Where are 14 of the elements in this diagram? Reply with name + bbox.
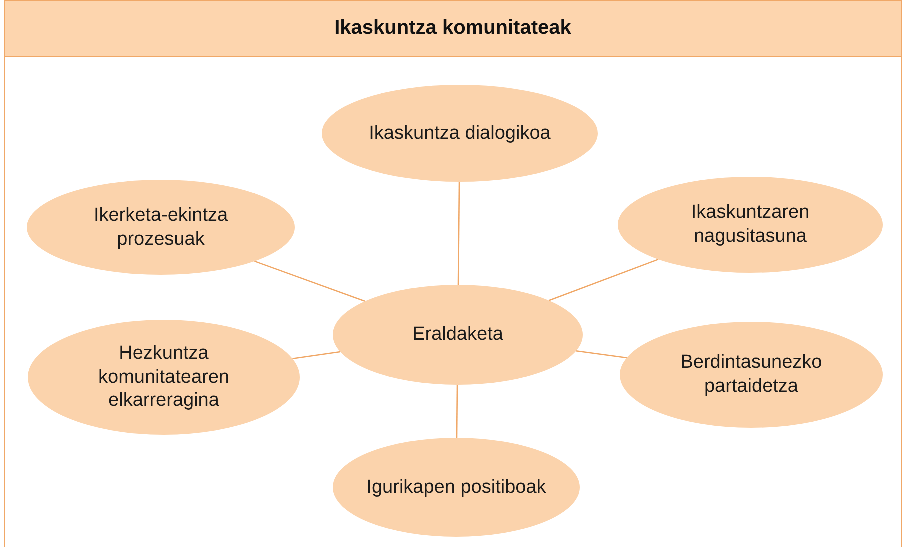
- connector-line: [576, 350, 628, 359]
- title: Ikaskuntza komunitateak: [334, 17, 572, 40]
- node-label: Igurikapen positiboak: [366, 476, 546, 500]
- connector-line: [458, 182, 460, 285]
- node-label: Berdintasunezko partaidetza: [680, 351, 824, 399]
- node-label: Hezkuntza komunitatearen elkarreragina: [98, 342, 230, 414]
- connector-line: [254, 260, 366, 302]
- node-label: Ikaskuntzaren nagusitasuna: [690, 201, 811, 249]
- node-label: Ikerketa-ekintza prozesuak: [92, 204, 230, 252]
- connector-line: [548, 258, 659, 302]
- connector-line: [292, 351, 341, 360]
- node-label: Ikaskuntza dialogikoa: [369, 122, 551, 146]
- connector-line: [456, 385, 458, 438]
- node-label: Eraldaketa: [412, 323, 504, 347]
